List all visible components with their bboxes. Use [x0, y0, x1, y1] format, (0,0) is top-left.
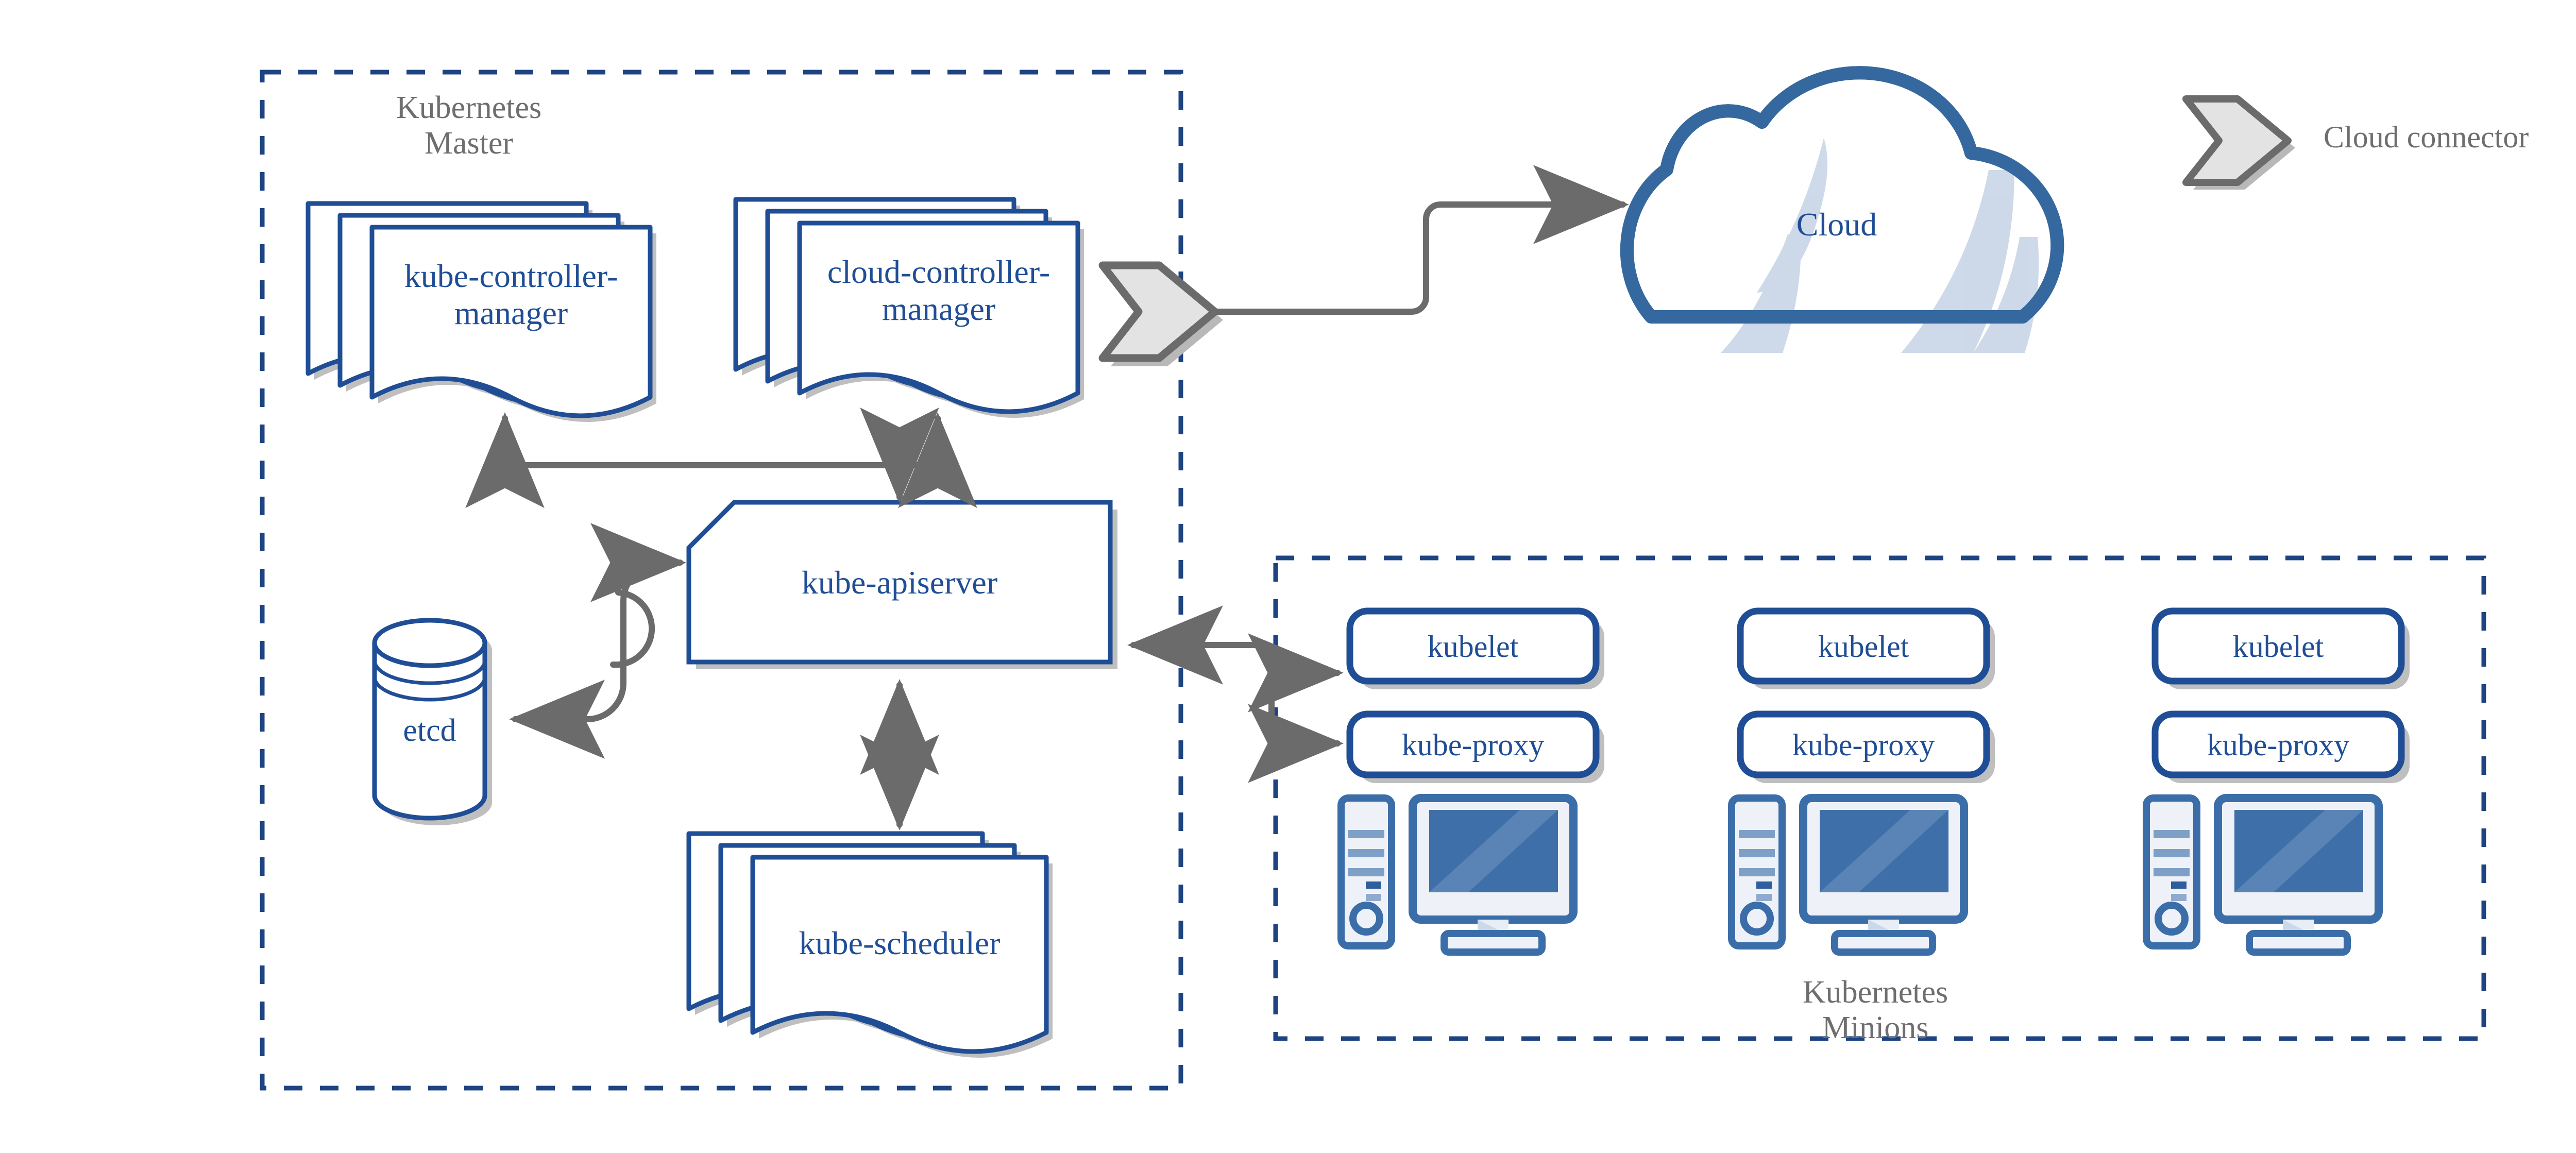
kube-proxy-box-1 — [1346, 710, 1600, 778]
minion-node-1 — [1337, 607, 1604, 956]
arrow-apiserver-to-etcd — [509, 562, 663, 759]
master-panel-label: Kubernetes Master — [396, 90, 542, 161]
arrow-branch-to-kubelet — [1239, 633, 1344, 713]
arrow-branch-to-kube-proxy — [1248, 656, 1344, 783]
arrow-apiserver-to-kcm — [465, 412, 903, 508]
minion-node-3 — [2143, 607, 2410, 956]
minions-panel-border — [1273, 555, 2486, 1041]
etcd-shape — [372, 618, 492, 825]
kubelet-box-3 — [2151, 607, 2405, 685]
kubelet-box-1 — [1346, 607, 1600, 685]
kube-apiserver-shape — [686, 500, 1117, 669]
kubelet-box-2 — [1737, 607, 1990, 685]
legend-cloud-connector-label: Cloud connector — [2324, 120, 2529, 154]
master-panel-border — [260, 70, 1183, 1091]
cloud-controller-manager-shape — [733, 197, 1084, 418]
kube-controller-manager-shape — [306, 201, 656, 422]
kube-proxy-box-2 — [1737, 710, 1990, 778]
minion-node-2 — [1728, 607, 1995, 956]
cloud-shape — [1620, 66, 2064, 353]
cloud-connector-icon — [1098, 261, 1223, 366]
arrow-etcd-to-apiserver — [590, 523, 686, 668]
legend-cloud-connector-icon — [2182, 95, 2295, 190]
kube-proxy-box-3 — [2151, 710, 2405, 778]
arrow-ccm-to-cloud — [1212, 165, 1629, 315]
connector-arrows — [465, 165, 1629, 830]
arrow-apiserver-to-ccm — [896, 412, 977, 508]
kube-scheduler-shape — [686, 831, 1053, 1058]
minions-panel-label: Kubernetes Minions — [1802, 975, 1948, 1046]
